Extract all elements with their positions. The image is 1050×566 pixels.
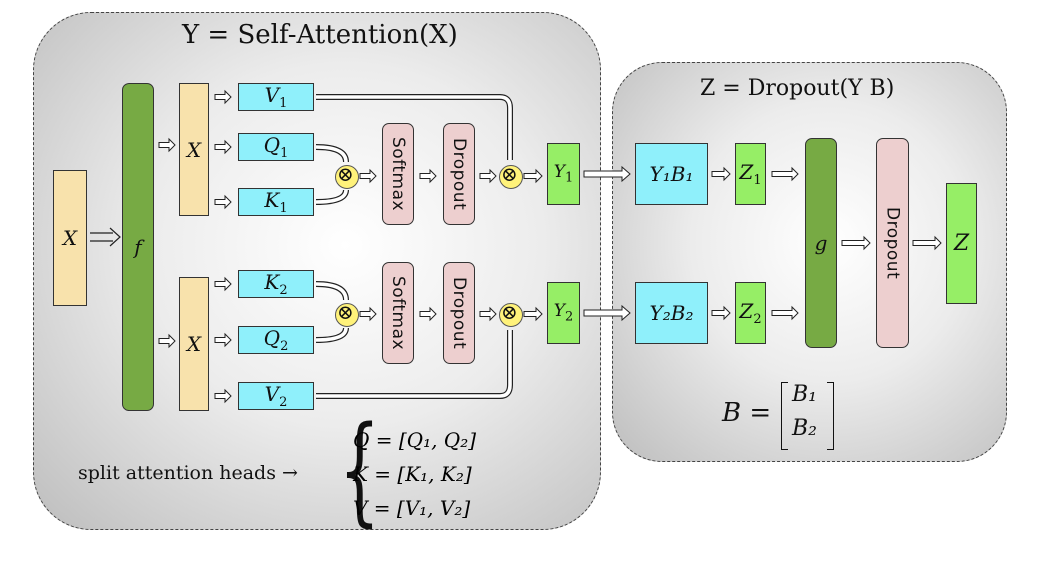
arrow-dropout1-to-mult1 bbox=[479, 168, 497, 184]
head2-q-block: Q2 bbox=[238, 326, 314, 354]
y1b1-block: Y₁B₁ bbox=[635, 143, 708, 205]
output-z-label: Z bbox=[953, 231, 970, 256]
head1-q-label: Q1 bbox=[263, 133, 289, 161]
head1-dropout-label: Dropout bbox=[449, 137, 469, 211]
split-eq-k: K = [K₁, K₂] bbox=[353, 462, 472, 486]
arrow-x1-to-k1 bbox=[214, 194, 232, 210]
b-matrix-lhs: B = bbox=[722, 398, 772, 428]
y2b2-label: Y₂B₂ bbox=[649, 301, 694, 325]
arrow-mult2-to-softmax2 bbox=[359, 306, 377, 322]
curve-v2-to-mult-fill bbox=[316, 330, 512, 398]
head2-v-multiply-icon: ⊗ bbox=[499, 300, 523, 327]
g-block: g bbox=[805, 138, 837, 348]
arrow-softmax1-to-dropout1 bbox=[419, 168, 437, 184]
head2-dropout-label: Dropout bbox=[449, 276, 469, 350]
input-x-label: X bbox=[62, 226, 78, 250]
arrow-y2-to-y2b2 bbox=[583, 304, 631, 322]
head1-q-block: Q1 bbox=[238, 133, 314, 161]
arrow-dropout-to-z bbox=[912, 235, 942, 251]
b-matrix-row2: B₂ bbox=[792, 416, 817, 441]
right-dropout-block: Dropout bbox=[876, 138, 909, 348]
y2b2-block: Y₂B₂ bbox=[635, 282, 708, 344]
arrow-dropout2-to-mult2 bbox=[479, 306, 497, 322]
head2-v-block: V2 bbox=[238, 382, 314, 410]
head1-softmax-label: Softmax bbox=[388, 136, 408, 212]
z1-label: Z1 bbox=[739, 160, 762, 188]
head2-v-label: V2 bbox=[264, 382, 288, 410]
head1-y-label: Y1 bbox=[553, 162, 574, 186]
head1-v-label: V1 bbox=[264, 83, 288, 111]
arrow-x2-to-k2 bbox=[214, 276, 232, 292]
input-x-block: X bbox=[53, 170, 87, 306]
b-matrix-bracket-left bbox=[781, 382, 788, 450]
head1-softmax-block: Softmax bbox=[382, 123, 414, 225]
arrow-y1b1-to-z1 bbox=[711, 166, 731, 182]
head1-y-block: Y1 bbox=[547, 143, 580, 205]
dropout-panel-title: Z = Dropout(Y B) bbox=[700, 76, 895, 101]
curve-q1-to-mult-fill bbox=[315, 145, 348, 163]
curve-v1-to-mult-fill bbox=[316, 95, 512, 160]
arrow-z2-to-g bbox=[771, 305, 799, 321]
z2-block: Z2 bbox=[735, 282, 766, 344]
right-dropout-label: Dropout bbox=[882, 206, 903, 280]
f-block: f bbox=[122, 83, 154, 411]
output-z-block: Z bbox=[946, 183, 977, 304]
head1-v-block: V1 bbox=[238, 83, 314, 111]
split-brace: { bbox=[338, 400, 381, 538]
b-matrix-row1: B₁ bbox=[792, 382, 817, 407]
head2-y-block: Y2 bbox=[547, 282, 580, 344]
arrow-x2-to-v2 bbox=[214, 388, 232, 404]
y1b1-label: Y₁B₁ bbox=[649, 162, 694, 186]
arrow-x2-to-q2 bbox=[214, 332, 232, 348]
z1-block: Z1 bbox=[735, 143, 766, 205]
b-matrix-bracket-right bbox=[827, 382, 834, 450]
head2-y-label: Y2 bbox=[553, 301, 574, 325]
head1-x-block: X bbox=[179, 83, 209, 216]
head2-x-label: X bbox=[186, 332, 202, 356]
curve-k1-to-mult-fill bbox=[315, 189, 348, 204]
head1-qk-multiply-icon: ⊗ bbox=[335, 162, 359, 189]
arrow-mult2-to-y2 bbox=[523, 306, 543, 322]
head2-q-label: Q2 bbox=[263, 326, 289, 354]
head2-k-label: K2 bbox=[264, 270, 288, 298]
arrow-x1-to-q1 bbox=[214, 139, 232, 155]
z2-label: Z2 bbox=[739, 299, 762, 327]
arrow-g-to-dropout bbox=[841, 235, 871, 251]
split-eq-q: Q = [Q₁, Q₂] bbox=[353, 428, 477, 452]
arrow-y1-to-y1b1 bbox=[583, 165, 631, 183]
g-label: g bbox=[814, 231, 828, 255]
head2-dropout-block: Dropout bbox=[443, 262, 475, 364]
head1-dropout-block: Dropout bbox=[443, 123, 475, 225]
curve-k2-to-mult-fill bbox=[315, 282, 348, 301]
head1-v-multiply-icon: ⊗ bbox=[499, 162, 523, 189]
head2-k-block: K2 bbox=[238, 270, 314, 298]
arrow-mult1-to-y1 bbox=[523, 168, 543, 184]
arrow-f-to-x2 bbox=[158, 333, 176, 349]
arrow-z1-to-g bbox=[771, 166, 799, 182]
arrow-mult1-to-softmax1 bbox=[359, 168, 377, 184]
head1-k-label: K1 bbox=[264, 188, 288, 216]
split-eq-v: V = [V₁, V₂] bbox=[353, 496, 471, 520]
arrow-f-to-x1 bbox=[158, 137, 176, 153]
head2-softmax-label: Softmax bbox=[388, 275, 408, 351]
head1-x-label: X bbox=[186, 137, 202, 162]
arrow-x1-to-v1 bbox=[214, 89, 232, 105]
split-heads-label: split attention heads → bbox=[78, 462, 298, 484]
f-label: f bbox=[134, 235, 142, 259]
head2-softmax-block: Softmax bbox=[382, 262, 414, 364]
self-attention-title: Y = Self-Attention(X) bbox=[182, 20, 458, 50]
curve-q2-to-mult-fill bbox=[315, 327, 348, 342]
arrow-y2b2-to-z2 bbox=[711, 305, 731, 321]
head2-qk-multiply-icon: ⊗ bbox=[335, 300, 359, 327]
head2-x-block: X bbox=[179, 277, 209, 411]
arrow-softmax2-to-dropout2 bbox=[419, 306, 437, 322]
head1-k-block: K1 bbox=[238, 188, 314, 216]
